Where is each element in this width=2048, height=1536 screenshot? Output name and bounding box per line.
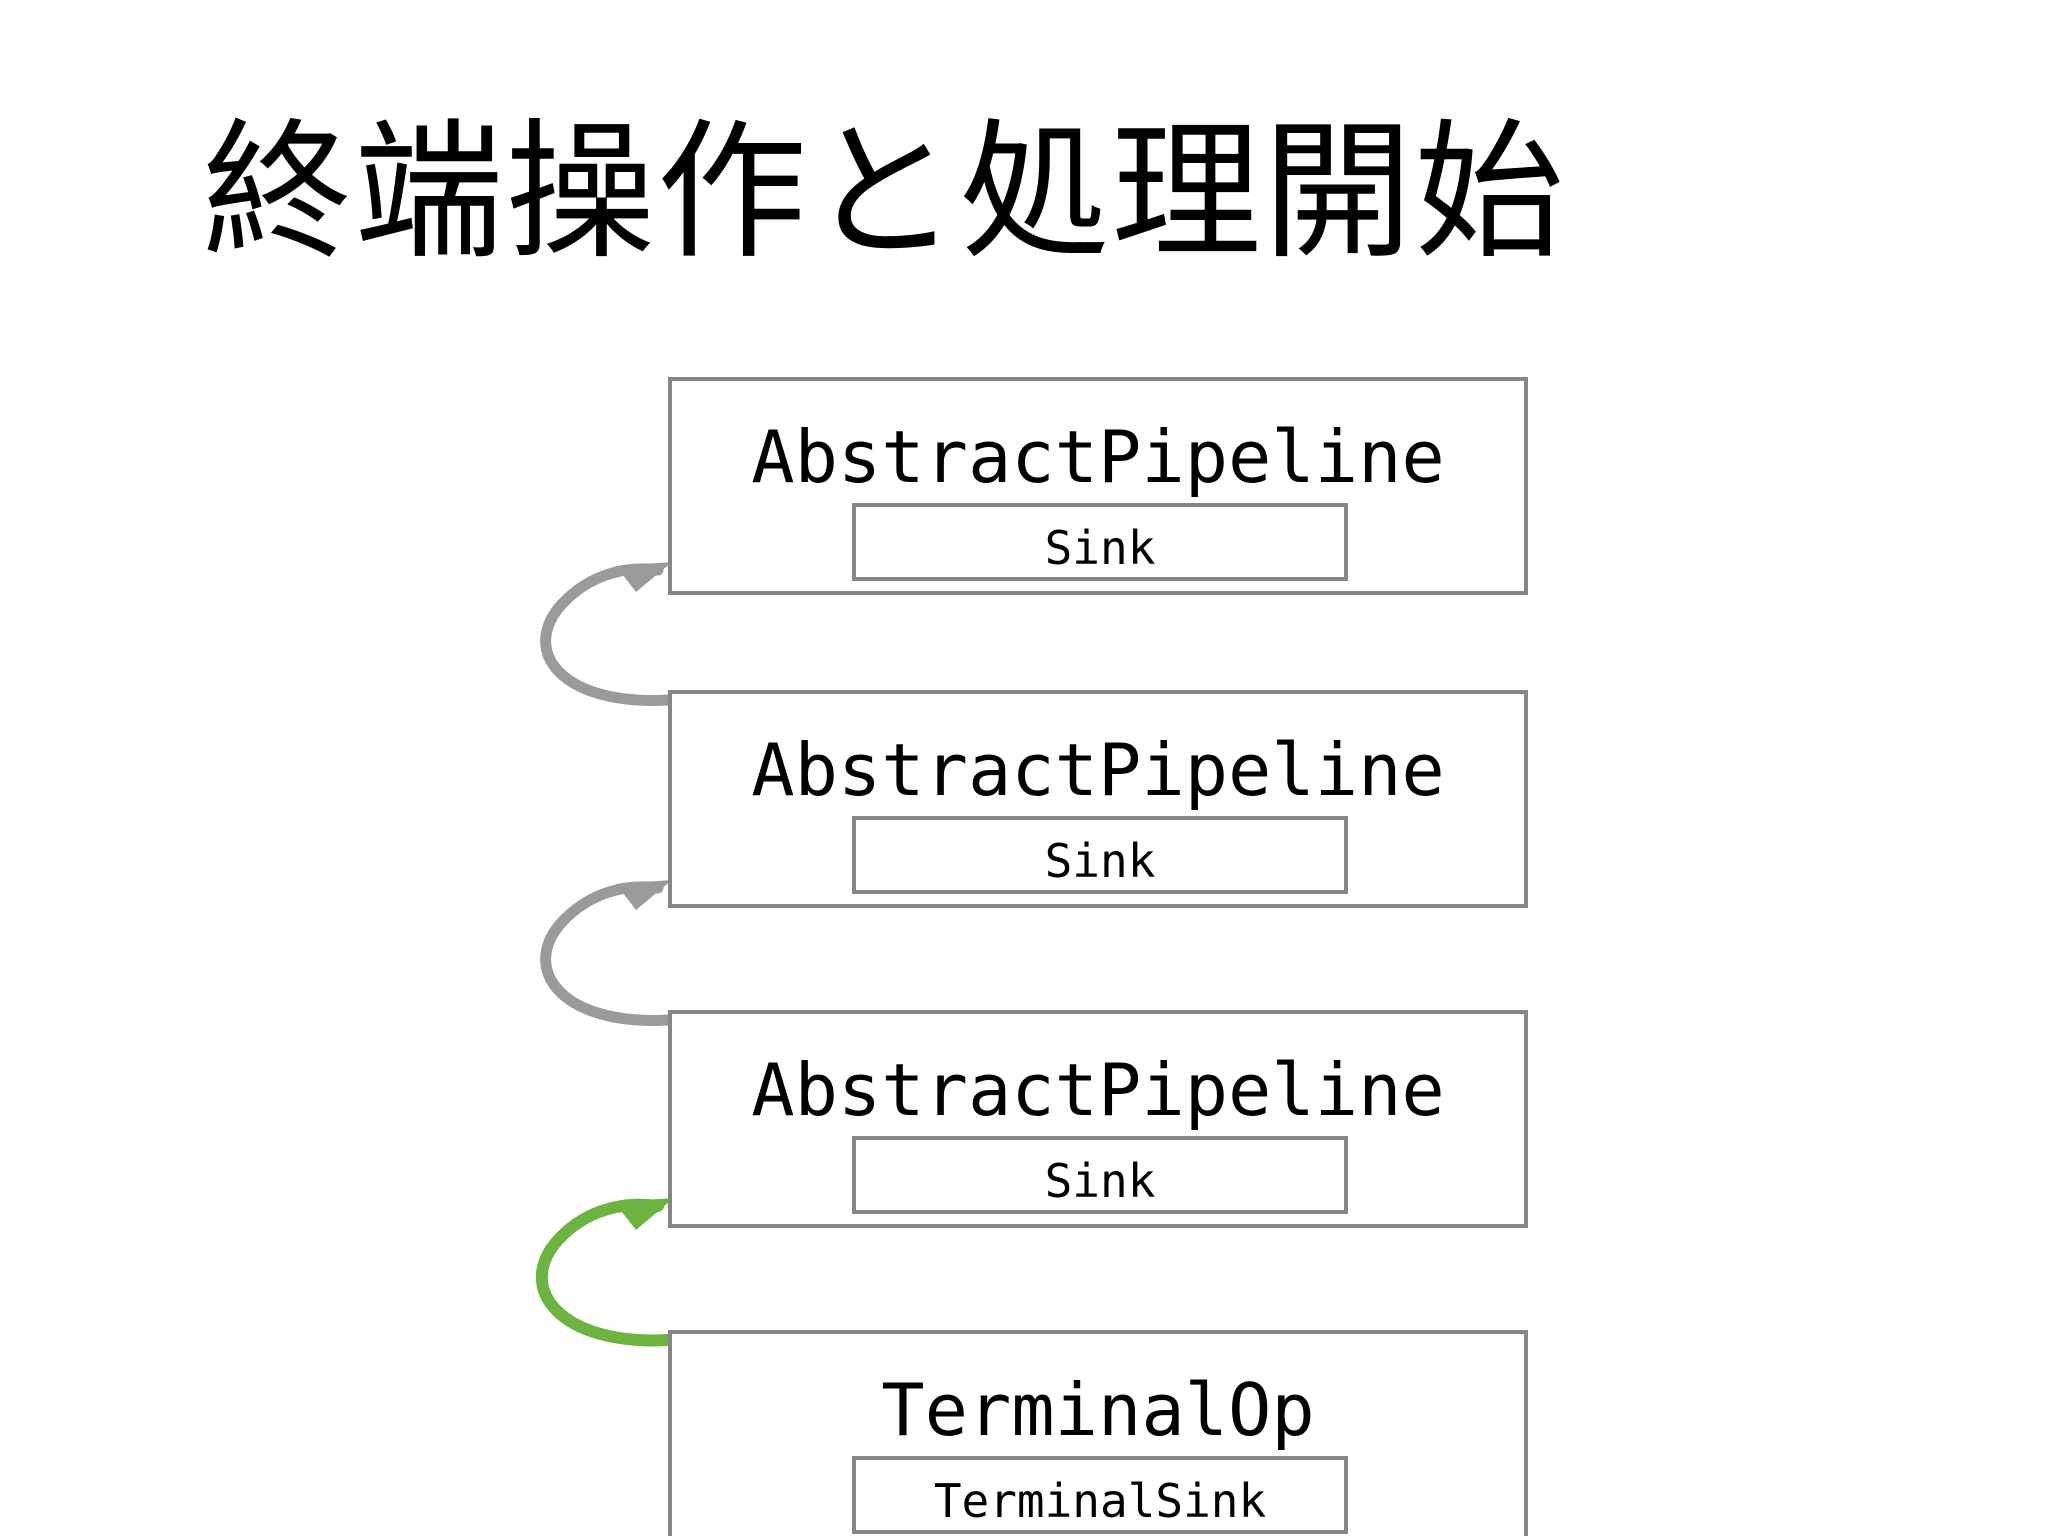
node-abstract-pipeline-2[interactable]: AbstractPipeline Sink [668, 690, 1528, 908]
page-title: 終端操作と処理開始 [202, 106, 1566, 280]
subnode-sink-3[interactable]: Sink [852, 1136, 1348, 1214]
subnode-label: Sink [1044, 834, 1156, 888]
subnode-sink-1[interactable]: Sink [852, 503, 1348, 581]
edge-pipeline3-to-pipeline2 [540, 880, 674, 1026]
subnode-sink-2[interactable]: Sink [852, 816, 1348, 894]
node-abstract-pipeline-3[interactable]: AbstractPipeline Sink [668, 1010, 1528, 1228]
subnode-label: Sink [1044, 521, 1156, 575]
subnode-terminal-sink[interactable]: TerminalSink [852, 1456, 1348, 1534]
node-abstract-pipeline-1[interactable]: AbstractPipeline Sink [668, 377, 1528, 595]
subnode-label: TerminalSink [933, 1474, 1267, 1528]
node-title: AbstractPipeline [751, 728, 1445, 812]
node-terminal-op[interactable]: TerminalOp TerminalSink [668, 1330, 1528, 1536]
node-title: AbstractPipeline [751, 415, 1445, 499]
edge-pipeline2-to-pipeline1 [540, 562, 674, 706]
edge-terminalop-to-pipeline3 [535, 1198, 674, 1347]
subnode-label: Sink [1044, 1154, 1156, 1208]
node-title: AbstractPipeline [751, 1048, 1445, 1132]
node-title: TerminalOp [881, 1368, 1315, 1452]
